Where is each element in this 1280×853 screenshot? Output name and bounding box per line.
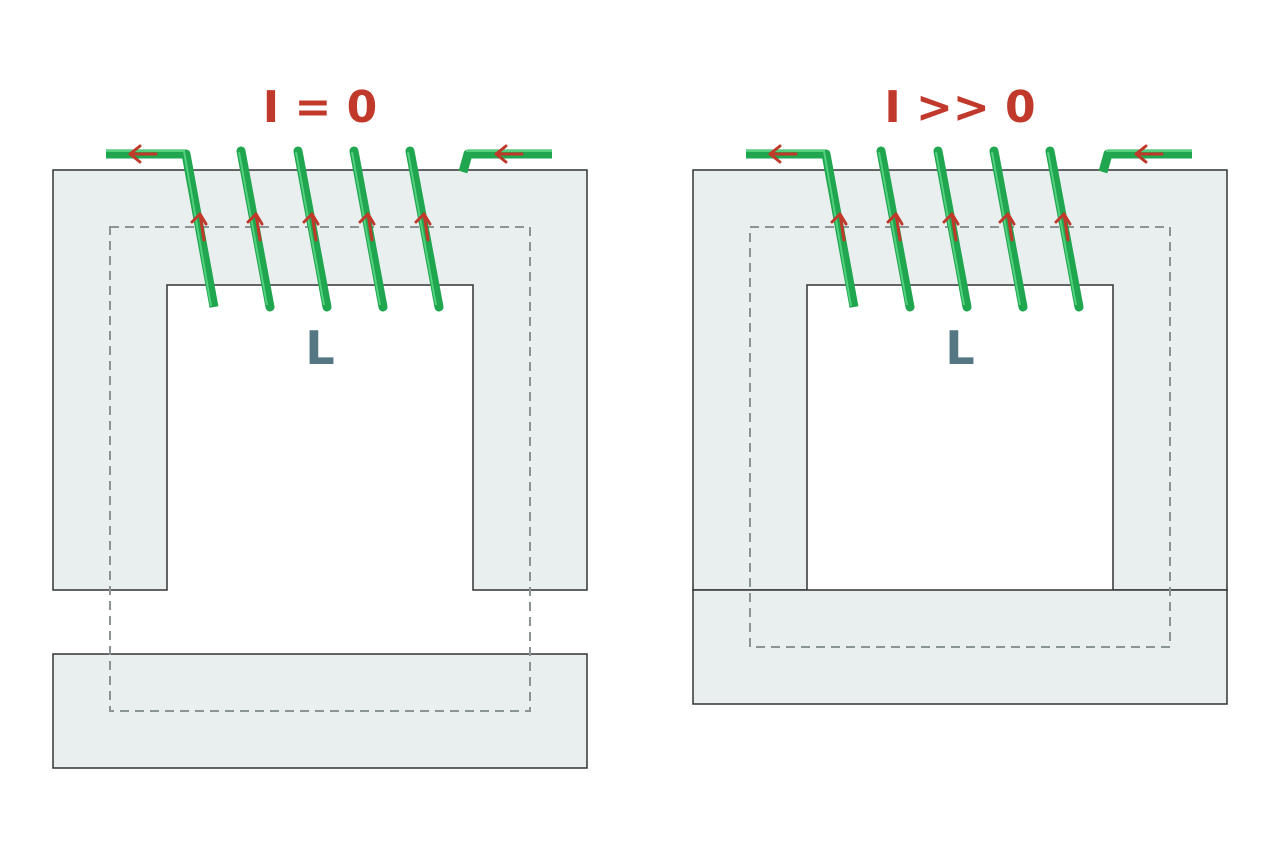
coil-turn <box>236 146 275 312</box>
panel-title: I >> 0 <box>884 82 1035 133</box>
current-arrow-icon <box>128 144 158 164</box>
u-core <box>692 169 1228 591</box>
current-arrow-icon <box>190 212 208 242</box>
current-arrow-icon <box>494 144 524 164</box>
coil-turn <box>405 146 444 312</box>
current-arrow-icon <box>246 212 264 242</box>
panel-title: I = 0 <box>263 82 378 133</box>
u-core <box>52 169 588 591</box>
coil-turn <box>876 146 915 312</box>
inductor-label: L <box>305 321 334 375</box>
current-arrow-icon <box>358 212 376 242</box>
current-arrow-icon <box>1134 144 1164 164</box>
flux-path <box>109 226 531 712</box>
current-arrows <box>768 144 1164 242</box>
current-arrows <box>128 144 524 242</box>
current-arrow-icon <box>414 212 432 242</box>
coil-turn <box>989 146 1028 312</box>
panel-open-core: I = 0 L <box>52 82 588 769</box>
current-arrow-icon <box>998 212 1016 242</box>
coil <box>746 146 1192 312</box>
panel-closed-core: I >> 0 L <box>692 82 1228 705</box>
current-arrow-icon <box>302 212 320 242</box>
current-arrow-icon <box>830 212 848 242</box>
inductor-label: L <box>945 321 974 375</box>
current-arrow-icon <box>942 212 960 242</box>
coil-lead-right <box>1098 149 1192 174</box>
current-arrow-icon <box>886 212 904 242</box>
coil-turn <box>1045 146 1084 312</box>
coil-lead-right <box>458 149 552 174</box>
current-arrow-icon <box>768 144 798 164</box>
coil-turn <box>933 146 972 312</box>
coil-turn <box>293 146 332 312</box>
flux-path <box>749 226 1171 648</box>
coil-turn <box>349 146 388 312</box>
current-arrow-icon <box>1054 212 1072 242</box>
